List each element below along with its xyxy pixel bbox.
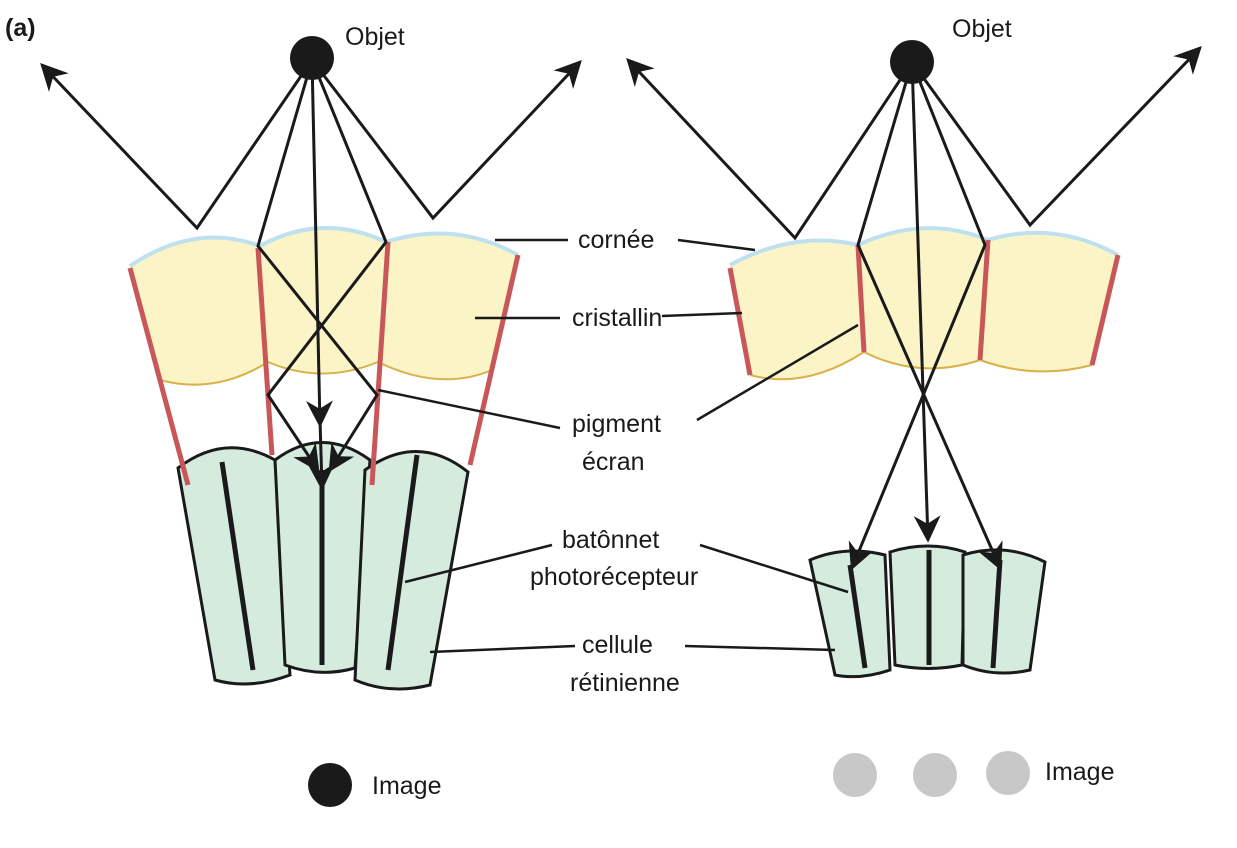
left-object-dot xyxy=(290,36,334,80)
left-lenses xyxy=(128,226,519,386)
right-cornea xyxy=(729,226,1119,267)
right-retinal-cells xyxy=(808,544,1047,679)
right-image-label: Image xyxy=(1045,758,1114,786)
right-lenses xyxy=(729,226,1119,381)
left-image-dot xyxy=(308,763,352,807)
right-image-dot-3 xyxy=(986,751,1030,795)
left-retinal-cells xyxy=(176,441,470,691)
panel-label: (a) xyxy=(5,14,36,42)
label-cell-1: cellule xyxy=(582,631,653,659)
right-object-dot xyxy=(890,40,934,84)
label-cornea: cornée xyxy=(578,226,654,254)
left-pigment-screen xyxy=(127,241,521,486)
label-rod-1: batônnet xyxy=(562,526,659,554)
label-rod-2: photorécepteur xyxy=(530,563,698,591)
left-light-rays xyxy=(40,59,582,491)
left-object-label: Objet xyxy=(345,23,405,51)
right-pigment-screen xyxy=(727,239,1121,376)
label-pigment-1: pigment xyxy=(572,410,661,438)
right-eye-diagram: Objet Image xyxy=(626,15,1202,797)
right-image-dot-1 xyxy=(833,753,877,797)
center-labels: cornée cristallin pigment écran batônnet… xyxy=(377,226,859,697)
right-light-rays xyxy=(626,46,1202,571)
right-image-dot-2 xyxy=(913,753,957,797)
left-eye-diagram: Objet Image xyxy=(40,23,582,807)
label-cell-2: rétinienne xyxy=(570,669,680,697)
left-cornea xyxy=(128,226,519,268)
left-image-label: Image xyxy=(372,772,441,800)
label-crystalline: cristallin xyxy=(572,304,662,332)
label-pigment-2: écran xyxy=(582,448,645,476)
right-object-label: Objet xyxy=(952,15,1012,43)
